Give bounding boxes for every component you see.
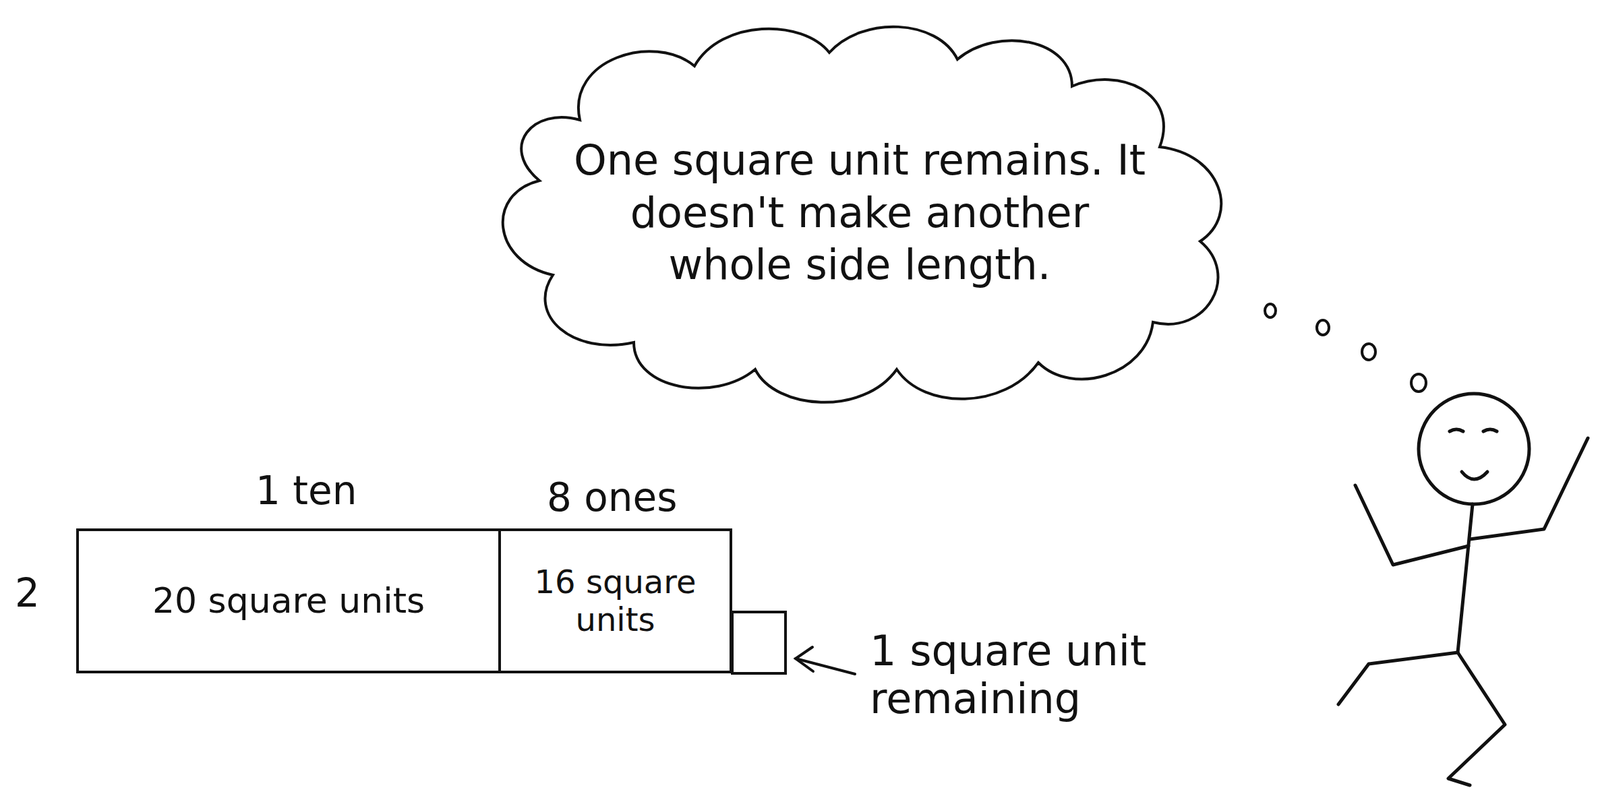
side-length-label: 2 <box>14 571 40 617</box>
area-text: 20 square units <box>152 581 425 622</box>
thought-dots <box>1264 304 1427 392</box>
thought-cloud: One square unit remains. It doesn't make… <box>465 18 1255 417</box>
area-box: 20 square units <box>76 528 501 674</box>
place-value-label: 8 ones <box>546 475 677 521</box>
leader-arrow <box>795 647 855 675</box>
area-box: 16 square units <box>498 528 733 674</box>
area-text: 16 square units <box>509 563 722 638</box>
remainder-note: 1 square unit remaining <box>869 627 1221 724</box>
remaining-square <box>732 612 786 674</box>
place-value-label: 1 ten <box>255 468 358 514</box>
stick-figure <box>1338 393 1588 786</box>
thought-text: One square unit remains. It doesn't make… <box>566 134 1153 292</box>
